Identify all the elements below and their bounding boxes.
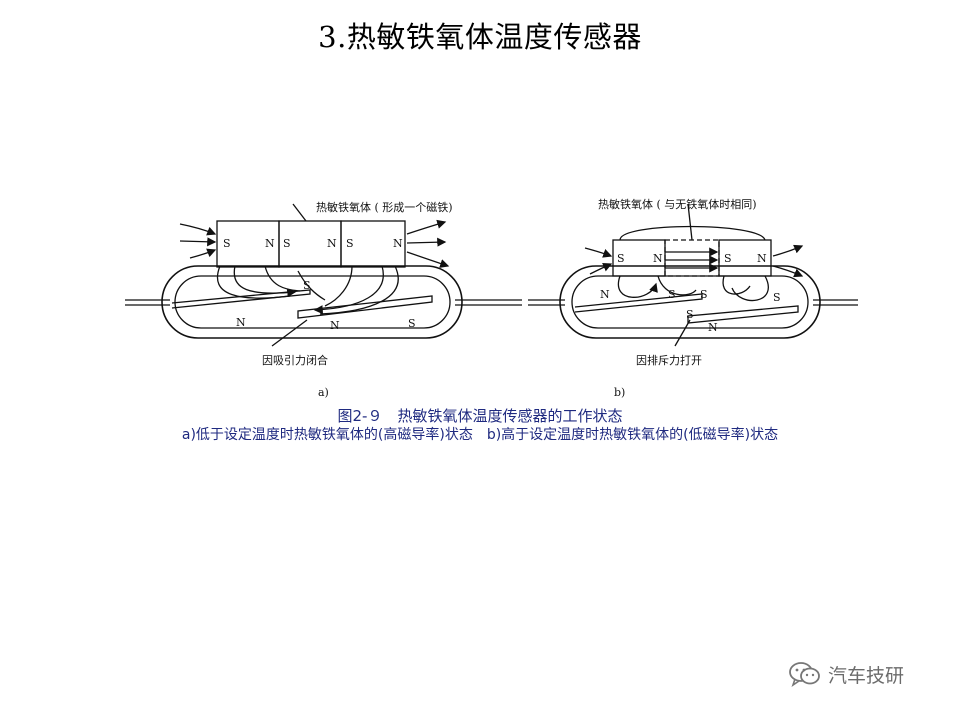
pole-label: N (708, 321, 718, 334)
label-b-top: 热敏铁氧体 ( 与无铁氧体时相同) (598, 197, 757, 211)
pole-label: N (600, 288, 610, 301)
pole-label: N (393, 237, 403, 250)
figure-caption: 图2-９ 热敏铁氧体温度传感器的工作状态 (337, 407, 623, 425)
label-a-top: 热敏铁氧体 ( 形成一个磁铁) (316, 200, 453, 214)
watermark-text: 汽车技研 (828, 664, 905, 687)
pole-label: S (283, 237, 291, 250)
reed-contact-right (297, 295, 433, 319)
pole-label: S (408, 317, 416, 330)
pole-label: N (327, 237, 337, 250)
pole-label: S (724, 252, 732, 265)
pole-label: S (617, 252, 625, 265)
sensor-diagram: 热敏铁氧体 ( 形成一个磁铁) S N S N S N S N N S 因吸引力… (125, 197, 858, 399)
ferrite-dashed (664, 239, 720, 277)
diagram-b (528, 203, 858, 347)
diagram-b-labels: 热敏铁氧体 ( 与无铁氧体时相同) S N S N N S S S S N 因排… (598, 197, 781, 399)
ferrite-magnet-right (340, 220, 406, 268)
diagram-a (125, 203, 522, 347)
pole-label: S (773, 291, 781, 304)
figure-subcaption: a)低于设定温度时热敏铁氧体的(高磁导率)状态 b)高于设定温度时热敏铁氧体的(… (181, 427, 779, 443)
pole-label: N (236, 316, 246, 329)
pole-label: N (757, 252, 767, 265)
label-b-bottom: 因排斥力打开 (636, 353, 702, 367)
pole-label: S (303, 279, 311, 292)
pole-label: S (346, 237, 354, 250)
sublabel-a: a) (318, 386, 329, 399)
pole-label: S (686, 308, 694, 321)
wechat-icon (789, 662, 820, 687)
pole-label: S (700, 288, 708, 301)
sublabel-b: b) (614, 386, 625, 399)
pole-label: S (668, 288, 676, 301)
pole-label: S (223, 237, 231, 250)
pole-label: N (330, 319, 340, 332)
pole-label: N (653, 252, 663, 265)
reed-contact-right (687, 305, 799, 324)
label-a-bottom: 因吸引力闭合 (262, 353, 328, 367)
diagram-a-labels: 热敏铁氧体 ( 形成一个磁铁) S N S N S N S N N S 因吸引力… (223, 200, 453, 399)
reed-contact-left (574, 293, 703, 313)
watermark: 汽车技研 (788, 660, 904, 688)
page-title: 3.热敏铁氧体温度传感器 (318, 20, 642, 54)
pole-label: N (265, 237, 275, 250)
